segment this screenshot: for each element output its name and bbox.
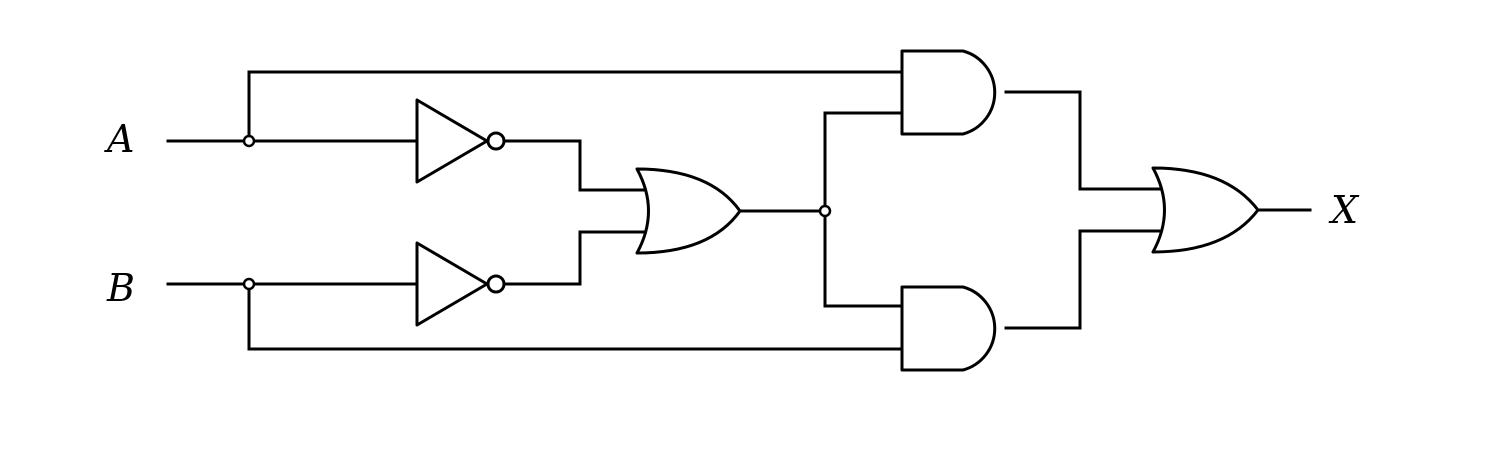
not-gate-a-triangle — [415, 98, 489, 184]
wires — [166, 70, 1312, 351]
wire-and-top-to-or-final — [1004, 90, 1164, 191]
wire-split-to-and-bottom — [823, 209, 904, 308]
junction-middle — [818, 204, 832, 218]
not-gate-a — [415, 98, 506, 184]
output-label-x: X — [1328, 188, 1360, 232]
input-label-b: B — [106, 266, 135, 310]
or-gate-middle — [635, 167, 742, 255]
not-gate-a-bubble — [486, 131, 506, 151]
wire-a-to-and-top — [247, 70, 904, 143]
wire-not-b-to-or — [504, 230, 650, 286]
input-label-a: A — [104, 117, 134, 161]
and-gate-bottom — [900, 285, 997, 372]
wire-not-a-to-or — [504, 139, 650, 192]
or-gate-final — [1151, 166, 1260, 254]
wire-and-bottom-to-or-final — [1004, 229, 1164, 330]
not-gate-b — [415, 241, 506, 327]
junction-a — [242, 134, 256, 148]
not-gate-b-bubble — [486, 274, 506, 294]
wire-split-to-and-top — [823, 111, 904, 213]
not-gate-b-triangle — [415, 241, 489, 327]
and-gate-top — [900, 49, 997, 136]
junction-b — [242, 277, 256, 291]
wire-b-to-and-bottom — [247, 282, 904, 351]
